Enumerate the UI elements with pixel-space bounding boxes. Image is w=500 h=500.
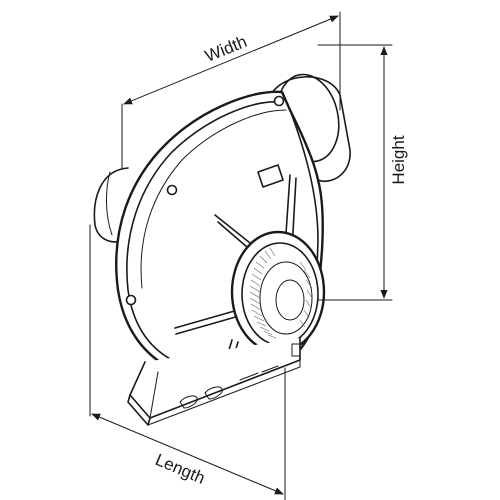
height-dimension: Height [317, 44, 408, 301]
bolt-top [273, 95, 285, 107]
height-label: Height [389, 135, 408, 184]
width-label: Width [202, 32, 249, 66]
impeller-blades [249, 247, 313, 339]
length-arrow [91, 413, 284, 495]
inlet-ring [230, 230, 326, 354]
rear-stub [93, 167, 129, 243]
bolt-low [125, 294, 137, 306]
mounting-base [127, 337, 301, 426]
length-label: Length [153, 450, 208, 488]
label-plate [257, 164, 284, 188]
bolt-mid [166, 184, 178, 196]
width-arrow [123, 15, 339, 105]
